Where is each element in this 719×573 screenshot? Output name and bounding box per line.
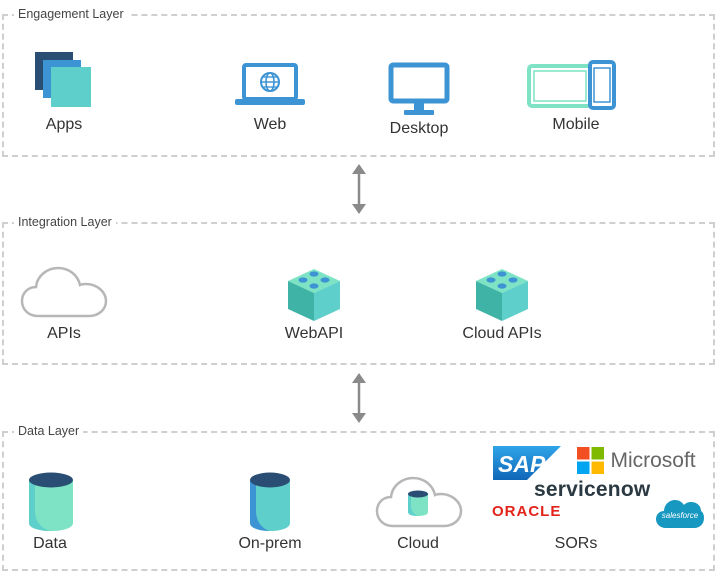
- monitor-icon: [388, 62, 450, 115]
- apps-label: Apps: [45, 116, 83, 133]
- bidirectional-arrow-icon: [352, 164, 366, 214]
- web-label: Web: [253, 116, 287, 133]
- stacked-pages-icon: [35, 52, 91, 107]
- sors-label: SORs: [554, 535, 598, 552]
- svg-text:salesforce: salesforce: [662, 511, 699, 520]
- tablet-phone-icon: [527, 60, 616, 110]
- webapi-label: WebAPI: [284, 325, 344, 342]
- cube-icon: [288, 269, 340, 321]
- data-layer-title: Data Layer: [14, 423, 84, 439]
- apis-label: APIs: [47, 325, 81, 342]
- oracle-logo: ORACLE: [492, 503, 562, 520]
- engagement-layer: Engagement Layer: [2, 6, 715, 157]
- mobile-label: Mobile: [552, 116, 600, 133]
- microsoft-wordmark: Microsoft: [610, 448, 696, 472]
- microsoft-logo: Microsoft: [577, 447, 696, 474]
- sap-logo: SAP: [493, 446, 561, 480]
- cube-icon: [476, 269, 528, 321]
- bidirectional-arrow-icon: [352, 373, 366, 423]
- svg-text:SAP: SAP: [498, 451, 546, 477]
- integration-layer-title: Integration Layer: [14, 214, 116, 230]
- data-layer: Data Layer: [2, 423, 715, 571]
- cloud-apis-label: Cloud APIs: [462, 325, 542, 342]
- cloud-database-icon: [375, 476, 463, 528]
- database-icon: [250, 472, 290, 531]
- engagement-layer-title: Engagement Layer: [14, 6, 128, 22]
- cloud-label: Cloud: [397, 535, 439, 552]
- integration-layer: Integration Layer: [2, 214, 715, 365]
- laptop-globe-icon: [235, 63, 305, 105]
- cloud-outline-icon: [20, 266, 108, 318]
- desktop-label: Desktop: [389, 120, 449, 137]
- microsoft-squares-icon: [577, 447, 604, 474]
- onprem-label: On-prem: [238, 535, 302, 552]
- servicenow-logo: servicenow: [534, 478, 651, 501]
- data-label: Data: [33, 535, 67, 552]
- salesforce-logo: salesforce: [656, 500, 704, 528]
- database-icon: [29, 472, 73, 531]
